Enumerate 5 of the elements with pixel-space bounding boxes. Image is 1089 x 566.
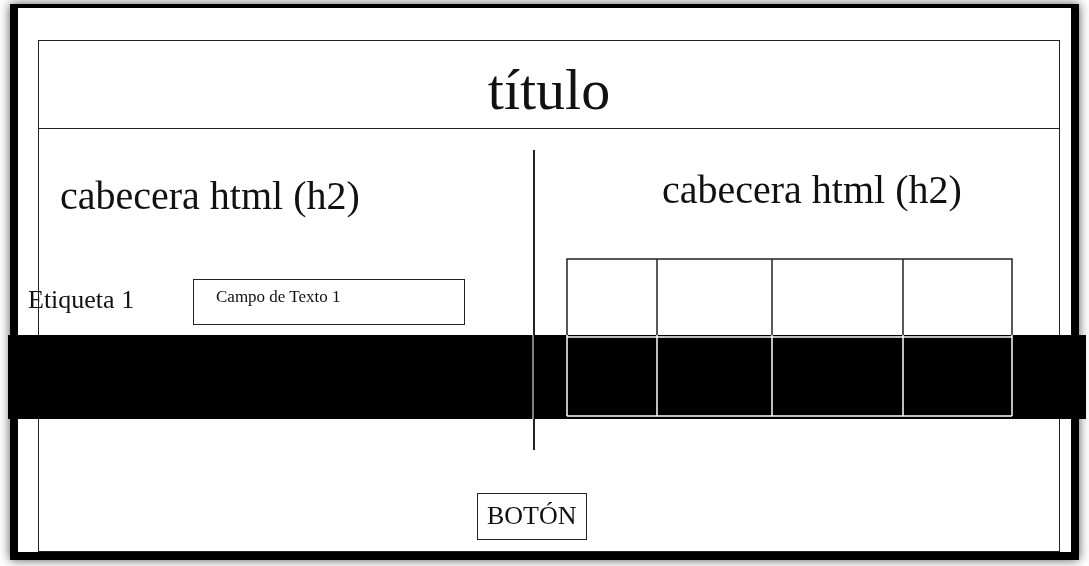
text-field: Campo de Texto 1 (193, 279, 465, 325)
heading: cabecera html (h2) (60, 172, 360, 220)
button: BOTÓN (477, 493, 587, 540)
heading: cabecera html (h2) (662, 166, 962, 214)
title-text: título (486, 58, 612, 122)
